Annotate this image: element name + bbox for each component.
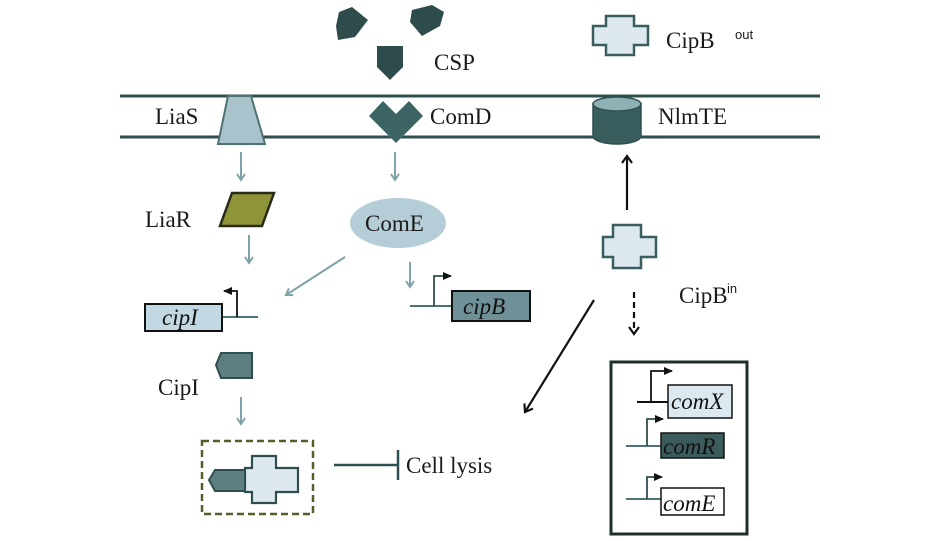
cipb-out-label: CipB: [666, 28, 715, 53]
cipb-in-label: CipB: [679, 283, 728, 308]
arrow-cipb-to-cell-lysis: [523, 299, 595, 414]
comX-gene: comX: [637, 367, 733, 419]
lias-label: LiaS: [155, 104, 198, 129]
cipb-in-superscript: in: [727, 281, 737, 296]
comR-gene: comR: [626, 415, 725, 459]
arrow-come-to-cipI: [284, 256, 346, 297]
cipB-gene: cipB: [410, 272, 531, 322]
inhibition-line-icon: [334, 450, 400, 480]
cipI-gene: cipI: [144, 287, 258, 332]
csp-label: CSP: [434, 50, 475, 75]
cipb-in-protein-icon: [601, 223, 658, 270]
comd-receptor-icon: [369, 101, 423, 143]
promoter-arrow-icon: [223, 287, 238, 317]
csp-peptides-icon: [336, 5, 444, 80]
comX-gene-label: comX: [671, 389, 724, 414]
liar-label: LiaR: [145, 207, 192, 232]
promoter-arrow-icon: [650, 367, 673, 402]
promoter-arrow-icon: [646, 473, 663, 499]
comE-gene: comE: [626, 473, 725, 516]
cipb-out-protein-icon: [591, 14, 650, 57]
cell-lysis-label: Cell lysis: [406, 453, 492, 478]
cipB-gene-label: cipB: [463, 294, 505, 319]
come-regulator-icon: [350, 198, 446, 248]
comR-gene-label: comR: [663, 434, 715, 459]
comd-label: ComD: [430, 104, 491, 129]
liar-regulator-icon: [218, 191, 276, 228]
cipi-cipb-complex: [200, 439, 315, 516]
nlmte-transporter-icon: [592, 96, 642, 145]
come-label: ComE: [365, 211, 424, 236]
lias-receptor-icon: [216, 95, 267, 145]
promoter-arrow-icon: [433, 272, 452, 306]
cipI-gene-label: cipI: [162, 305, 199, 330]
cipb-out-superscript: out: [735, 27, 753, 42]
cipi-protein-icon: [214, 352, 253, 379]
cipi-label: CipI: [158, 375, 199, 400]
nlmte-label: NlmTE: [658, 104, 727, 129]
promoter-arrow-icon: [646, 415, 664, 446]
comE-gene-label: comE: [663, 491, 715, 516]
cipb-out-text: CipB: [666, 28, 715, 53]
